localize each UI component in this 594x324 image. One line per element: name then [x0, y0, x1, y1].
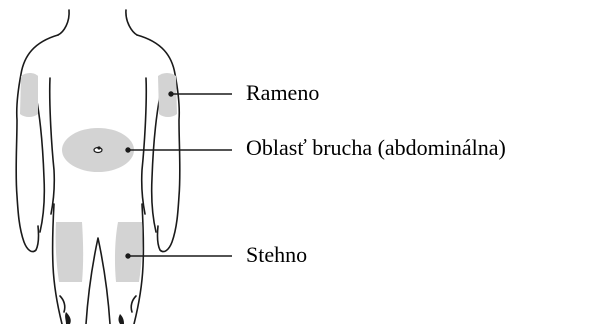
- thigh-pointer-dot: [126, 254, 130, 258]
- thigh-label: Stehno: [246, 244, 307, 266]
- left-torso-outline: [36, 96, 44, 232]
- right-inner-arm-line: [142, 78, 147, 214]
- navel-dot: [97, 146, 100, 149]
- neck-left-line: [58, 10, 69, 35]
- right-torso-outline: [152, 96, 160, 232]
- left-inner-arm-line: [50, 78, 55, 214]
- right-knee-mark: [131, 296, 136, 312]
- inner-legs-outline: [86, 238, 110, 324]
- shoulder-pointer-dot: [169, 92, 173, 96]
- right-shoulder-area: [158, 73, 177, 117]
- left-shoulder-area: [20, 73, 38, 117]
- abdomen-label: Oblasť brucha (abdominálna): [246, 137, 506, 159]
- shoulder-label: Rameno: [246, 82, 319, 104]
- left-knee-mark: [60, 296, 65, 312]
- left-thigh-area: [56, 222, 84, 282]
- knee-shadows: [65, 312, 124, 324]
- neck-right-line: [126, 10, 137, 35]
- right-thigh-area: [115, 222, 142, 282]
- abdomen-pointer-dot: [126, 148, 130, 152]
